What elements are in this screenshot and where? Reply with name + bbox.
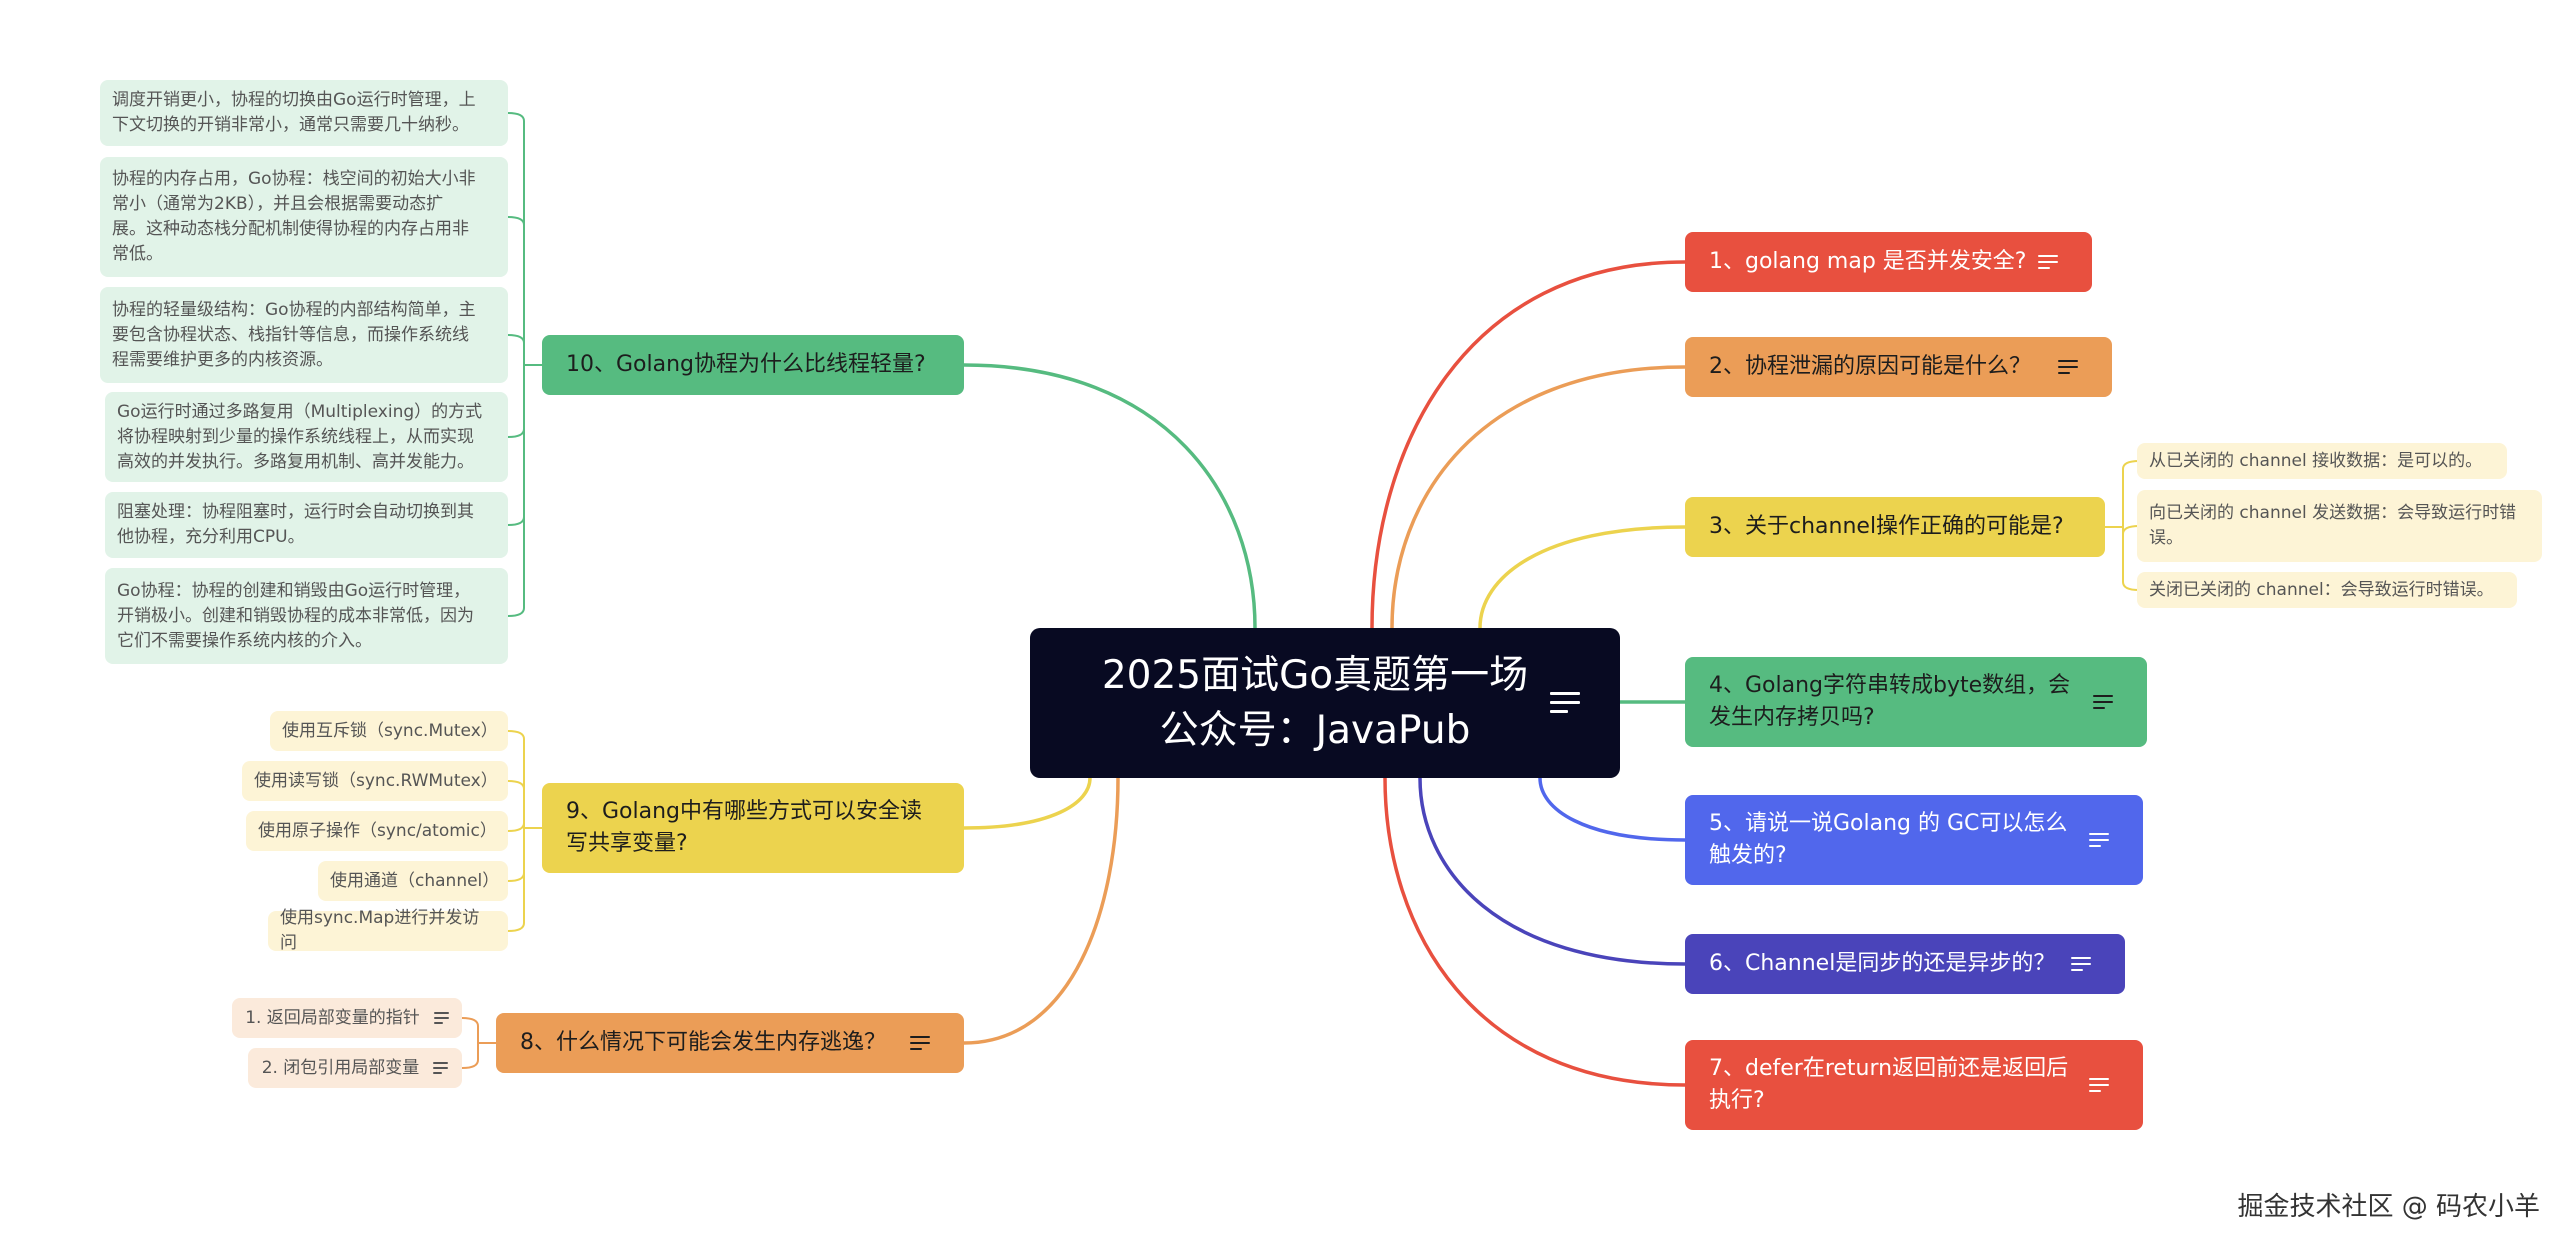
topic-goroutine-leak[interactable]: 2、协程泄漏的原因可能是什么？ (1685, 337, 2112, 397)
bracket-branch (507, 364, 542, 617)
topic-goroutine-lighter-than-thread[interactable]: 10、Golang协程为什么比线程轻量? (542, 335, 964, 395)
connector-root-topic-7 (1383, 776, 1687, 1087)
notes-icon[interactable] (910, 1032, 930, 1054)
subtopic-memory-footprint[interactable]: 协程的内存占用，Go协程：栈空间的初始大小非 常小（通常为2KB），并且会根据需… (100, 157, 508, 277)
subtopic-label: 关闭已关闭的 channel：会导致运行时错误。 (2149, 579, 2494, 600)
connector-root-topic-8 (962, 776, 1120, 1045)
notes-icon[interactable] (2093, 691, 2113, 713)
bracket-topic-3 (2105, 460, 2140, 591)
subtopic-label: Go协程：协程的创建和销毁由Go运行时管理， 开销极小。创建和销毁协程的成本非常… (117, 580, 474, 651)
notes-icon[interactable] (433, 1059, 449, 1077)
topic-channel-operations[interactable]: 3、关于channel操作正确的可能是? (1685, 497, 2105, 557)
subtopic-scheduling-overhead[interactable]: 调度开销更小，协程的切换由Go运行时管理，上 下文切换的开销非常小，通常只需要几… (100, 80, 508, 146)
subtopic-label: 1. 返回局部变量的指针 (245, 1007, 420, 1028)
topic-label: 3、关于channel操作正确的可能是? (1709, 514, 2064, 539)
notes-icon[interactable] (433, 1009, 449, 1027)
subtopic-sync-atomic[interactable]: 使用原子操作（sync/atomic） (246, 811, 508, 851)
subtopic-label: 阻塞处理：协程阻塞时，运行时会自动切换到其 他协程，充分利用CPU。 (117, 502, 474, 547)
bracket-branch (507, 216, 542, 366)
connector-root-topic-10 (962, 363, 1257, 630)
subtopic-label: 使用读写锁（sync.RWMutex） (254, 770, 498, 791)
bracket-branch (507, 112, 542, 366)
connector-root-topic-9 (962, 776, 1092, 830)
watermark: 掘金技术社区 @ 码农小羊 (2237, 1192, 2540, 1222)
subtopic-label: 使用互斥锁（sync.Mutex） (282, 720, 498, 741)
bracket-branch (507, 730, 542, 829)
topic-label: 2、协程泄漏的原因可能是什么？ (1709, 354, 2031, 379)
subtopic-blocking-handling[interactable]: 阻塞处理：协程阻塞时，运行时会自动切换到其 他协程，充分利用CPU。 (105, 492, 508, 558)
connector-root-topic-2 (1390, 365, 1687, 630)
subtopic-create-destroy-cost[interactable]: Go协程：协程的创建和销毁由Go运行时管理， 开销极小。创建和销毁协程的成本非常… (105, 568, 508, 664)
topic-label: 10、Golang协程为什么比线程轻量? (566, 352, 926, 377)
bracket-branch (507, 827, 542, 932)
subtopic-label: 从已关闭的 channel 接收数据：是可以的。 (2149, 450, 2483, 471)
subtopic-multiplexing[interactable]: Go运行时通过多路复用（Multiplexing）的方式 将协程映射到少量的操作… (105, 392, 508, 482)
subtopic-lightweight-structure[interactable]: 协程的轻量级结构：Go协程的内部结构简单，主 要包含协程状态、栈指针等信息，而操… (100, 287, 508, 383)
bracket-topic-10 (507, 112, 542, 617)
subtopic-label: 2. 闭包引用局部变量 (261, 1057, 420, 1078)
subtopic-channel[interactable]: 使用通道（channel） (318, 861, 508, 901)
subtopic-label: 协程的轻量级结构：Go协程的内部结构简单，主 要包含协程状态、栈指针等信息，而操… (112, 299, 476, 370)
topic-string-to-byte-copy[interactable]: 4、Golang字符串转成byte数组，会 发生内存拷贝吗? (1685, 657, 2147, 747)
subtopic-close-closed-channel[interactable]: 关闭已关闭的 channel：会导致运行时错误。 (2137, 572, 2517, 608)
subtopic-send-closed-channel[interactable]: 向已关闭的 channel 发送数据：会导致运行时错 误。 (2137, 490, 2542, 562)
bracket-branch (2105, 526, 2140, 591)
connector-root-topic-6 (1418, 776, 1687, 966)
subtopic-label: 使用sync.Map进行并发访问 (280, 908, 480, 953)
connector-root-topic-1 (1370, 260, 1687, 630)
notes-icon[interactable] (1550, 686, 1580, 719)
bracket-topic-8 (461, 1017, 496, 1069)
notes-icon[interactable] (2089, 1074, 2109, 1096)
topic-defer-return-order[interactable]: 7、defer在return返回前还是返回后 执行? (1685, 1040, 2143, 1130)
bracket-topic-9 (507, 730, 542, 932)
notes-icon[interactable] (2058, 356, 2078, 378)
subtopic-label: 向已关闭的 channel 发送数据：会导致运行时错 误。 (2149, 503, 2517, 548)
bracket-branch (507, 780, 542, 829)
notes-icon[interactable] (2071, 953, 2091, 975)
root-topic[interactable]: 2025面试Go真题第一场 公众号：JavaPub (1030, 628, 1620, 778)
topic-channel-sync-async[interactable]: 6、Channel是同步的还是异步的？ (1685, 934, 2125, 994)
bracket-branch (2105, 460, 2140, 528)
subtopic-sync-mutex[interactable]: 使用互斥锁（sync.Mutex） (270, 711, 508, 751)
topic-label: 5、请说一说Golang 的 GC可以怎么 触发的? (1709, 811, 2068, 868)
topic-safe-shared-variables[interactable]: 9、Golang中有哪些方式可以安全读 写共享变量? (542, 783, 964, 873)
subtopic-return-local-pointer[interactable]: 1. 返回局部变量的指针 (232, 998, 462, 1038)
subtopic-label: 协程的内存占用，Go协程：栈空间的初始大小非 常小（通常为2KB），并且会根据需… (112, 169, 476, 264)
subtopic-closure-reference[interactable]: 2. 闭包引用局部变量 (248, 1048, 462, 1088)
root-title-line-1: 2025面试Go真题第一场 (1101, 653, 1529, 698)
subtopic-label: Go运行时通过多路复用（Multiplexing）的方式 将协程映射到少量的操作… (117, 401, 483, 472)
topic-label: 9、Golang中有哪些方式可以安全读 写共享变量? (566, 799, 923, 856)
topic-label: 1、golang map 是否并发安全? (1709, 249, 2027, 274)
topic-memory-escape[interactable]: 8、什么情况下可能会发生内存逃逸？ (496, 1013, 964, 1073)
root-title-line-2: 公众号：JavaPub (1159, 708, 1471, 753)
topic-golang-map-concurrency[interactable]: 1、golang map 是否并发安全? (1685, 232, 2092, 292)
connector-root-topic-3 (1478, 525, 1687, 630)
subtopic-label: 调度开销更小，协程的切换由Go运行时管理，上 下文切换的开销非常小，通常只需要几… (112, 90, 476, 135)
root-title: 2025面试Go真题第一场 公众号：JavaPub (1102, 648, 1528, 758)
topic-label: 6、Channel是同步的还是异步的？ (1709, 951, 2056, 976)
bracket-branch (461, 1017, 496, 1044)
bracket-branch (507, 822, 542, 832)
bracket-branch (507, 334, 542, 366)
subtopic-label: 使用原子操作（sync/atomic） (258, 820, 497, 841)
connector-root-topic-5 (1538, 776, 1687, 842)
subtopic-receive-closed-channel[interactable]: 从已关闭的 channel 接收数据：是可以的。 (2137, 443, 2507, 479)
topic-label: 8、什么情况下可能会发生内存逃逸？ (520, 1030, 886, 1055)
topic-label: 4、Golang字符串转成byte数组，会 发生内存拷贝吗? (1709, 673, 2071, 730)
notes-icon[interactable] (2089, 829, 2109, 851)
subtopic-sync-rwmutex[interactable]: 使用读写锁（sync.RWMutex） (242, 761, 508, 801)
notes-icon[interactable] (2038, 251, 2058, 273)
topic-gc-trigger[interactable]: 5、请说一说Golang 的 GC可以怎么 触发的? (1685, 795, 2143, 885)
topic-label: 7、defer在return返回前还是返回后 执行? (1709, 1056, 2069, 1113)
bracket-branch (461, 1042, 496, 1069)
subtopic-sync-map[interactable]: 使用sync.Map进行并发访问 (268, 908, 508, 953)
subtopic-label: 使用通道（channel） (330, 870, 500, 891)
